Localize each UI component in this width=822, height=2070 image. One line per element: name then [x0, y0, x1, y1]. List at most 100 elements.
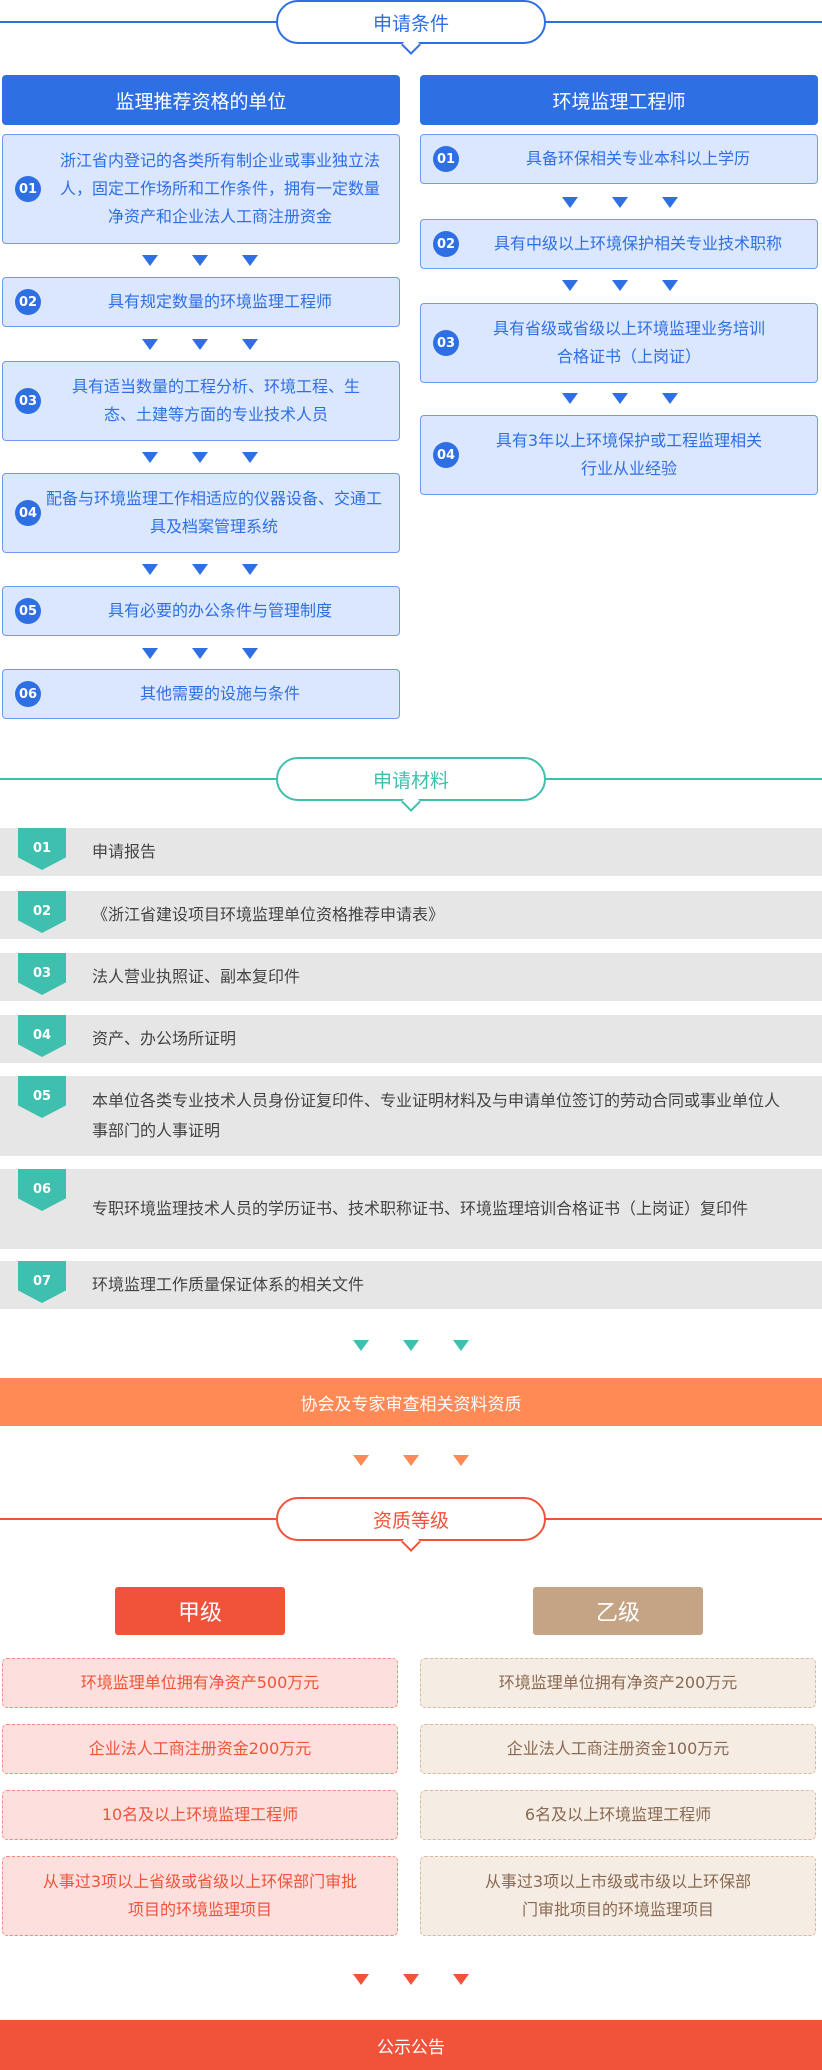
arrow-down-icon: [403, 1340, 419, 1351]
unit-condition-04: 04 配备与环境监理工作相适应的仪器设备、交通工具及档案管理系统: [2, 473, 400, 553]
requirement-text: 从事过3项以上市级或市级以上环保部门审批项目的环境监理项目: [484, 1872, 752, 1919]
requirement-text: 环境监理单位拥有净资产200万元: [498, 1673, 738, 1692]
notice-bar-text: 公示公告: [377, 2037, 445, 2058]
arrow-down-icon: [403, 1974, 419, 1985]
step-number: 02: [15, 289, 41, 315]
arrow-down-icon: [192, 452, 208, 463]
arrow-down-icon: [612, 393, 628, 404]
conditions-section-title: 申请条件: [276, 0, 546, 55]
arrow-down-icon: [242, 452, 258, 463]
grade-a-label: 甲级: [115, 1587, 285, 1635]
step-number: 05: [15, 598, 41, 624]
material-number-tag: 03: [18, 953, 66, 995]
title-notch: [401, 792, 421, 812]
arrow-down-icon: [453, 1974, 469, 1985]
arrow-down-icon: [453, 1455, 469, 1466]
condition-text: 具有3年以上环境保护或工程监理相关行业从业经验: [495, 431, 763, 478]
material-row-05: 05 本单位各类专业技术人员身份证复印件、专业证明材料及与申请单位签订的劳动合同…: [0, 1076, 822, 1156]
conditions-title-text: 申请条件: [372, 12, 449, 35]
material-row-03: 03 法人营业执照证、副本复印件: [0, 953, 822, 1001]
arrow-down-icon: [562, 393, 578, 404]
material-text: 资产、办公场所证明: [92, 1029, 237, 1048]
unit-column-header: 监理推荐资格的单位: [2, 75, 400, 125]
grade-a-text: 甲级: [177, 1601, 222, 1626]
step-number: 04: [433, 442, 459, 468]
review-bar-text: 协会及专家审查相关资料资质: [300, 1394, 522, 1415]
arrow-down-icon: [142, 452, 158, 463]
grade-a-requirement: 环境监理单位拥有净资产500万元: [2, 1658, 398, 1708]
condition-text: 具有中级以上环境保护相关专业技术职称: [493, 234, 782, 253]
qualification-section-title: 资质等级: [276, 1497, 546, 1552]
arrow-down-icon: [353, 1340, 369, 1351]
condition-text: 配备与环境监理工作相适应的仪器设备、交通工具及档案管理系统: [45, 489, 382, 536]
unit-condition-06: 06 其他需要的设施与条件: [2, 669, 400, 719]
engineer-condition-02: 02 具有中级以上环境保护相关专业技术职称: [420, 219, 818, 269]
grade-b-text: 乙级: [595, 1601, 640, 1626]
material-text: 申请报告: [92, 842, 157, 861]
material-number-tag: 01: [18, 828, 66, 870]
arrow-down-icon: [242, 255, 258, 266]
material-number-tag: 07: [18, 1261, 66, 1303]
arrow-down-icon: [662, 393, 678, 404]
step-number: 01: [433, 146, 459, 172]
grade-a-requirement: 企业法人工商注册资金200万元: [2, 1724, 398, 1774]
arrow-down-icon: [353, 1455, 369, 1466]
material-row-04: 04 资产、办公场所证明: [0, 1015, 822, 1063]
unit-condition-02: 02 具有规定数量的环境监理工程师: [2, 277, 400, 327]
material-text: 法人营业执照证、副本复印件: [92, 967, 301, 986]
materials-section-title: 申请材料: [276, 757, 546, 812]
material-row-06: 06 专职环境监理技术人员的学历证书、技术职称证书、环境监理培训合格证书（上岗证…: [0, 1169, 822, 1249]
unit-column-title: 监理推荐资格的单位: [115, 90, 287, 113]
material-text: 《浙江省建设项目环境监理单位资格推荐申请表》: [92, 905, 445, 924]
condition-text: 浙江省内登记的各类所有制企业或事业独立法人，固定工作场所和工作条件，拥有一定数量…: [59, 151, 380, 226]
grade-b-requirement: 从事过3项以上市级或市级以上环保部门审批项目的环境监理项目: [420, 1856, 816, 1936]
engineer-condition-01: 01 具备环保相关专业本科以上学历: [420, 134, 818, 184]
arrow-down-icon: [242, 648, 258, 659]
title-notch: [401, 1532, 421, 1552]
notice-bar: 公示公告: [0, 2020, 822, 2070]
grade-b-requirement: 环境监理单位拥有净资产200万元: [420, 1658, 816, 1708]
condition-text: 其他需要的设施与条件: [139, 684, 300, 703]
grade-b-label: 乙级: [533, 1587, 703, 1635]
arrow-down-icon: [142, 255, 158, 266]
requirement-text: 环境监理单位拥有净资产500万元: [80, 1673, 320, 1692]
condition-text: 具有适当数量的工程分析、环境工程、生态、土建等方面的专业技术人员: [71, 377, 360, 424]
arrow-down-icon: [142, 648, 158, 659]
arrow-down-icon: [142, 339, 158, 350]
unit-condition-01: 01 浙江省内登记的各类所有制企业或事业独立法人，固定工作场所和工作条件，拥有一…: [2, 134, 400, 244]
arrow-down-icon: [353, 1974, 369, 1985]
unit-condition-05: 05 具有必要的办公条件与管理制度: [2, 586, 400, 636]
arrow-down-icon: [192, 339, 208, 350]
arrow-down-icon: [612, 280, 628, 291]
engineer-condition-03: 03 具有省级或省级以上环境监理业务培训合格证书（上岗证）: [420, 303, 818, 383]
arrow-down-icon: [242, 339, 258, 350]
arrow-down-icon: [562, 280, 578, 291]
material-text: 专职环境监理技术人员的学历证书、技术职称证书、环境监理培训合格证书（上岗证）复印…: [92, 1199, 749, 1218]
step-number: 01: [15, 176, 41, 202]
grade-b-requirement: 企业法人工商注册资金100万元: [420, 1724, 816, 1774]
requirement-text: 从事过3项以上省级或省级以上环保部门审批项目的环境监理项目: [42, 1872, 358, 1919]
unit-condition-03: 03 具有适当数量的工程分析、环境工程、生态、土建等方面的专业技术人员: [2, 361, 400, 441]
materials-title-text: 申请材料: [372, 769, 449, 792]
review-bar: 协会及专家审查相关资料资质: [0, 1378, 822, 1426]
material-row-02: 02 《浙江省建设项目环境监理单位资格推荐申请表》: [0, 891, 822, 939]
step-number: 06: [15, 681, 41, 707]
qualification-title-text: 资质等级: [372, 1509, 449, 1532]
condition-text: 具备环保相关专业本科以上学历: [525, 149, 750, 168]
condition-text: 具有规定数量的环境监理工程师: [107, 292, 332, 311]
title-notch: [401, 35, 421, 55]
step-number: 02: [433, 231, 459, 257]
step-number: 03: [433, 330, 459, 356]
grade-b-requirement: 6名及以上环境监理工程师: [420, 1790, 816, 1840]
requirement-text: 企业法人工商注册资金200万元: [88, 1739, 312, 1758]
arrow-down-icon: [453, 1340, 469, 1351]
grade-a-requirement: 10名及以上环境监理工程师: [2, 1790, 398, 1840]
arrow-down-icon: [192, 255, 208, 266]
material-number-tag: 06: [18, 1169, 66, 1211]
step-number: 03: [15, 388, 41, 414]
arrow-down-icon: [662, 197, 678, 208]
material-row-01: 01 申请报告: [0, 828, 822, 876]
arrow-down-icon: [403, 1455, 419, 1466]
engineer-column-header: 环境监理工程师: [420, 75, 818, 125]
arrow-down-icon: [242, 564, 258, 575]
